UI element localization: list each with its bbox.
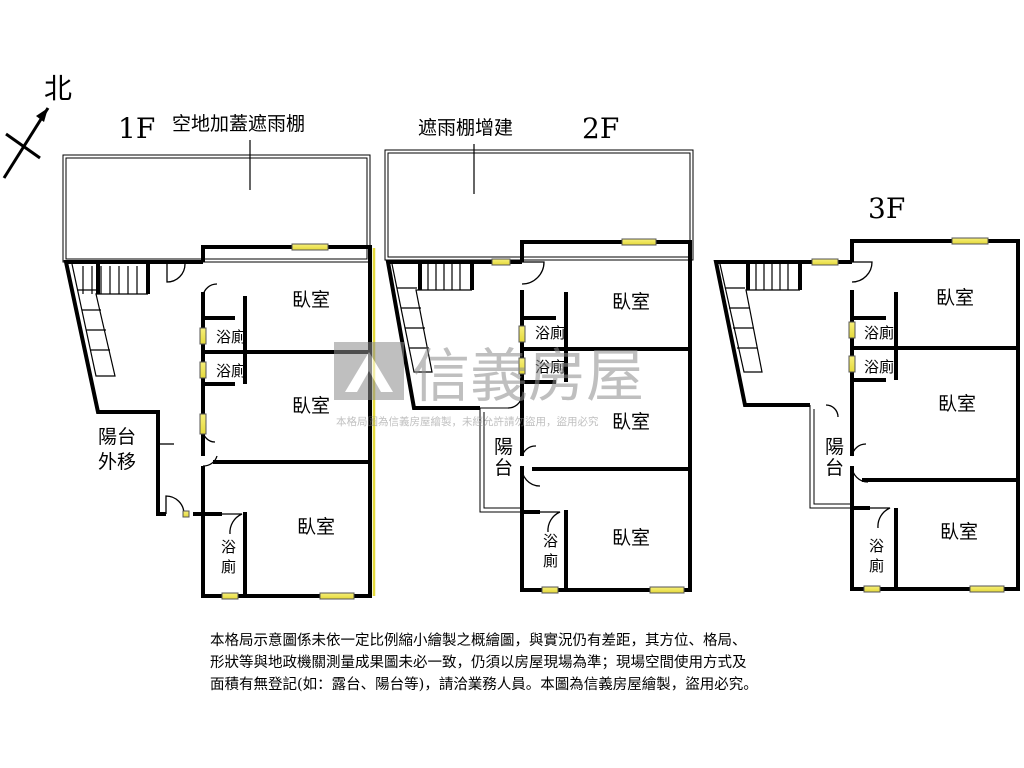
floor-3-plan: 3F [713,192,1020,593]
floor-1-balcony-line-1: 陽台 [98,426,136,448]
floor-1-bath-1: 浴廁 [216,328,246,346]
floor-2-bedroom-2: 臥室 [612,411,650,433]
floor-2-canopy-label: 遮雨棚增建 [418,117,513,139]
watermark-notice: 本格局圖為信義房屋繪製，未經允許請勿盜用，盜用必究 [336,415,599,428]
floor-1-bedroom-1: 臥室 [292,289,330,311]
floor-3-bath-3b: 廁 [869,557,884,575]
north-label: 北 [44,72,72,105]
floor-2-bath-2: 浴廁 [535,358,565,376]
floor-3-bedroom-3: 臥室 [940,521,978,543]
floor-2-bath-3b: 廁 [543,552,558,570]
floor-3-bath-2: 浴廁 [864,358,894,376]
floor-1-bath-3b: 廁 [221,558,236,576]
disclaimer-note: 本格局示意圖係未依一定比例縮小繪製之概繪圖，與實況仍有差距，其方位、格局、 形狀… [210,630,930,696]
floor-3-bath-1: 浴廁 [864,324,894,342]
floor-1-balcony-line-2: 外移 [98,451,136,473]
floor-3-balcony-a: 陽 [825,436,844,458]
floor-2-bedroom-3: 臥室 [612,527,650,549]
disclaimer-line-3: 面積有無登記(如：露台、陽台等)，請洽業務人員。本圖為信義房屋繪製，盜用必究。 [210,677,758,693]
watermark-brand: 信義房屋 [412,342,644,410]
floor-3-bedroom-2: 臥室 [938,393,976,415]
floor-2-bath-1: 浴廁 [535,324,565,342]
floor-1-canopy-label: 空地加蓋遮雨棚 [172,113,305,135]
floor-3-label: 3F [868,192,905,225]
disclaimer-line-2: 形狀等與地政機關測量成果圖未必一致，仍須以房屋現場為準；現場空間使用方式及 [210,655,747,671]
disclaimer-line-1: 本格局示意圖係未依一定比例縮小繪製之概繪圖，與實況仍有差距，其方位、格局、 [210,633,747,649]
watermark: 信義房屋 本格局圖為信義房屋繪製，未經允許請勿盜用，盜用必究 [334,342,644,428]
floor-2-bath-3a: 浴 [543,532,558,550]
north-arrow-icon [2,107,50,179]
floor-1-plan: 1F 空地加蓋遮雨棚 [62,112,376,600]
floor-2-balcony-b: 台 [494,457,513,479]
floor-3-bath-3a: 浴 [869,537,884,555]
floor-2-balcony-a: 陽 [494,436,513,458]
floor-3-balcony-b: 台 [825,457,844,479]
floor-1-bath-2: 浴廁 [216,362,246,380]
floor-2-label: 2F [582,112,619,145]
floor-2-plan: 2F 遮雨棚增建 [384,112,694,594]
floor-3-bedroom-1: 臥室 [936,287,974,309]
floor-1-bedroom-2: 臥室 [292,395,330,417]
floor-2-bedroom-1: 臥室 [612,291,650,313]
floor-1-bath-3a: 浴 [221,538,236,556]
floor-plan-drawing: 北 1F 空地加蓋遮雨棚 [2,72,1020,600]
floor-1-bedroom-3: 臥室 [297,516,335,538]
floor-1-label: 1F [118,112,155,145]
